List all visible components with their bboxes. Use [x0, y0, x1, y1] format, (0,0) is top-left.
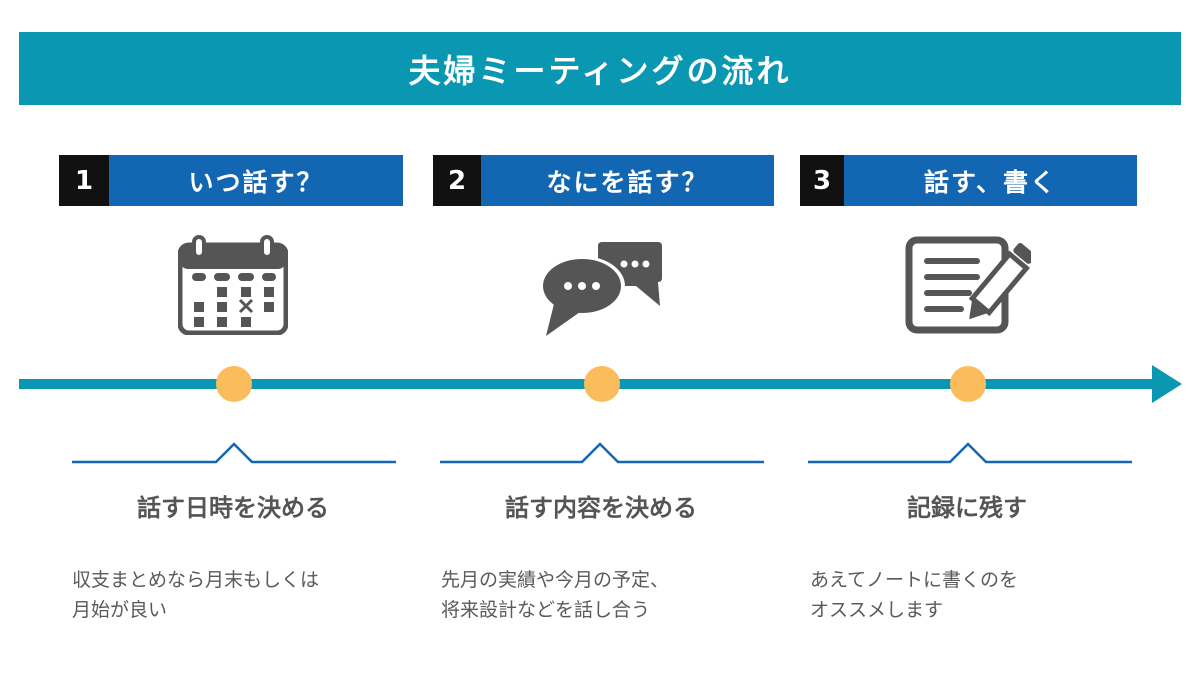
chat-bubbles-icon	[540, 242, 662, 336]
description-line: 将来設計などを話し合う	[441, 599, 651, 621]
description-line: あえてノートに書くのを	[810, 569, 1019, 591]
description-line: 先月の実績や今月の予定、	[441, 569, 670, 591]
step-description-2: 先月の実績や今月の予定、 将来設計などを話し合う	[441, 565, 801, 625]
description-line: 収支まとめなら月末もしくは	[72, 569, 320, 591]
note-pencil-icon	[905, 236, 1031, 334]
step-number: 2	[433, 155, 481, 206]
step-title: なにを話す？	[481, 155, 774, 206]
step-header-2: 2 なにを話す？	[433, 155, 774, 206]
milestone-2	[584, 366, 620, 402]
step-description-1: 収支まとめなら月末もしくは 月始が良い	[72, 565, 432, 625]
step-number: 3	[800, 155, 844, 206]
step-heading-3: 記録に残す	[907, 494, 1027, 522]
timeline	[19, 365, 1182, 403]
description-line: 月始が良い	[72, 599, 168, 621]
step-description-3: あえてノートに書くのを オススメします	[810, 565, 1170, 625]
timeline-arrowhead	[1152, 365, 1182, 403]
bracket-line-2	[440, 442, 764, 464]
bracket-line-3	[808, 442, 1132, 464]
milestone-1	[216, 366, 252, 402]
bracket-line-1	[72, 442, 396, 464]
step-heading-1: 話す日時を決める	[137, 494, 329, 522]
step-heading-2: 話す内容を決める	[505, 494, 697, 522]
step-header-3: 3 話す、書く	[800, 155, 1137, 206]
description-line: オススメします	[810, 599, 944, 621]
page-title: 夫婦ミーティングの流れ	[19, 32, 1181, 105]
step-title: いつ話す？	[109, 155, 403, 206]
step-title: 話す、書く	[844, 155, 1137, 206]
calendar-icon	[178, 235, 288, 335]
step-number: 1	[59, 155, 109, 206]
milestone-3	[950, 366, 986, 402]
step-header-1: 1 いつ話す？	[59, 155, 403, 206]
